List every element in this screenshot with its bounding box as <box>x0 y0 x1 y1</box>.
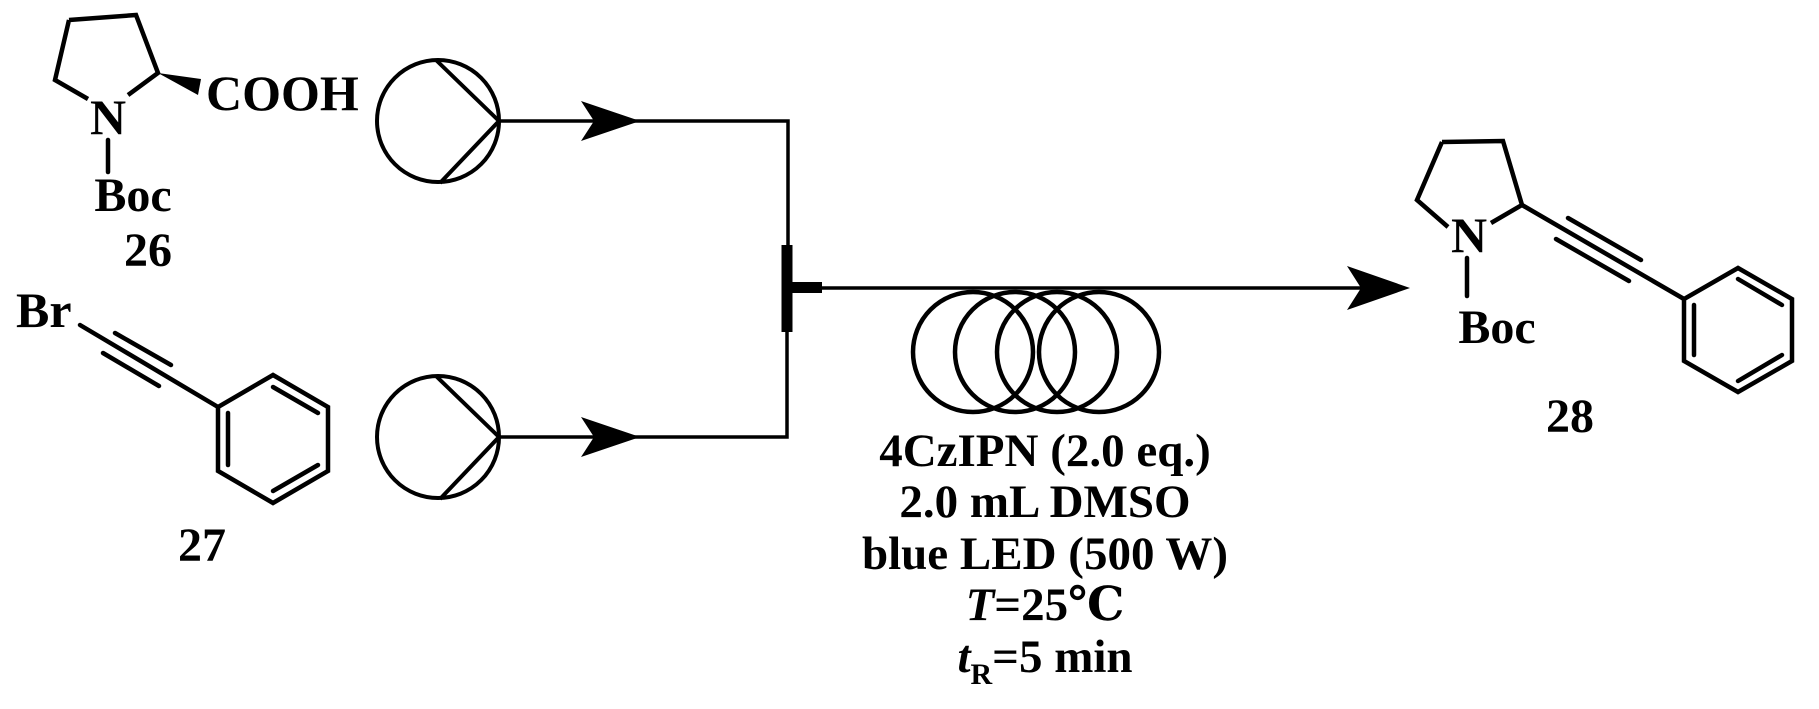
alkyne-upper-line-27 <box>112 330 174 368</box>
alkyne-lower-line-28 <box>1553 236 1632 284</box>
coil-reactor <box>910 289 1162 415</box>
solvent-text: 2.0 mL DMSO <box>899 476 1190 528</box>
wedge-bond-26 <box>158 73 201 95</box>
phenyl-28-double-bond-2 <box>1735 352 1785 384</box>
pump-2-circle <box>375 374 501 500</box>
feed-line-1 <box>499 119 790 247</box>
phenyl-ring-27 <box>215 372 331 506</box>
t-mixer-outlet-stub <box>791 282 822 293</box>
alkyne-lower-line-27 <box>100 350 162 389</box>
boc-label-26: Boc <box>94 169 171 222</box>
reactant-27-structure: Br 27 <box>16 282 331 572</box>
boc-label-28: Boc <box>1458 301 1535 354</box>
reaction-conditions: 4CzIPN (2.0 eq.) 2.0 mL DMSO blue LED (5… <box>862 425 1228 691</box>
pyrrolidine-ring-28 <box>1414 138 1525 229</box>
feed-line-1-arrowhead-icon <box>581 101 640 141</box>
amine-label-26: N <box>90 89 126 145</box>
coil-loop-1 <box>910 289 1036 415</box>
temperature-text: T=25℃ <box>966 579 1125 631</box>
phenyl-28-double-bond-1 <box>1735 276 1785 308</box>
flow-lines <box>499 101 1410 457</box>
light-source-text: blue LED (500 W) <box>862 528 1228 580</box>
residence-time-subscript: R <box>971 658 993 691</box>
phenyl-ring-28 <box>1681 265 1795 395</box>
pump-1-circle <box>375 58 501 184</box>
t-mixer <box>781 245 822 332</box>
halogen-label-27: Br <box>16 282 72 338</box>
alkyne-upper-line-28 <box>1565 215 1644 263</box>
alkyne-central-bond-27 <box>77 322 221 410</box>
pump-2-triangle <box>434 374 502 501</box>
coil-loop-3 <box>994 289 1120 415</box>
temperature-value: =25℃ <box>994 579 1124 631</box>
compound-number-26: 26 <box>124 224 172 277</box>
coil-loop-2 <box>952 289 1078 415</box>
temperature-symbol: T <box>966 579 997 631</box>
pump-2 <box>375 374 502 501</box>
residence-time-value: =5 min <box>992 631 1132 683</box>
residence-time-symbol: t <box>957 631 972 683</box>
compound-number-28: 28 <box>1546 390 1594 443</box>
compound-number-27: 27 <box>178 519 226 572</box>
residence-time-text: tR=5 min <box>957 631 1132 691</box>
alkyne-central-bond-28 <box>1519 202 1687 302</box>
feed-line-2-arrowhead-icon <box>581 417 640 457</box>
photocatalyst-text: 4CzIPN (2.0 eq.) <box>879 425 1211 477</box>
feed-line-2 <box>499 332 789 439</box>
product-28-structure: N Boc 28 <box>1414 138 1795 443</box>
pump-1 <box>375 58 502 185</box>
amine-label-28: N <box>1451 207 1487 263</box>
reactant-26-structure: N COOH Boc 26 <box>52 12 359 277</box>
phenyl-27-double-bond-2 <box>270 462 321 494</box>
pump-1-triangle <box>434 58 502 185</box>
acid-group-label-26: COOH <box>206 65 359 121</box>
output-arrowhead-icon <box>1347 266 1410 310</box>
coil-loop-4 <box>1036 289 1162 415</box>
t-mixer-vertical-bar <box>781 245 793 332</box>
phenyl-27-double-bond-1 <box>270 384 321 416</box>
pyrrolidine-ring-26 <box>52 12 161 101</box>
